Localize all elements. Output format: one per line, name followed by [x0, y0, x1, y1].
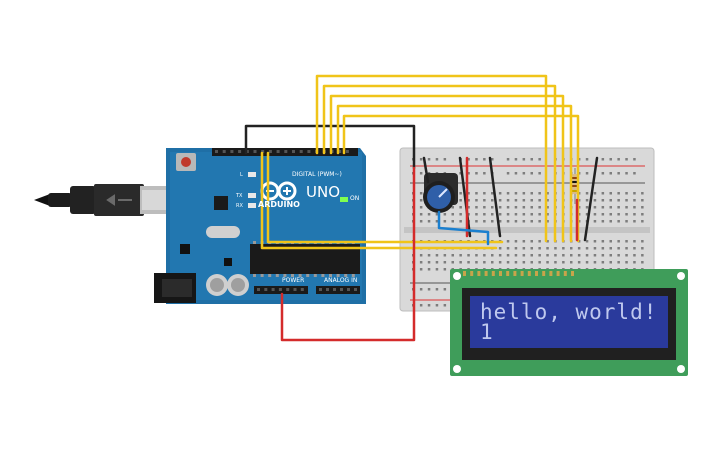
- lcd-line-2: 1: [480, 320, 494, 344]
- wire-yellow-4: [336, 104, 573, 243]
- wire-yellow-1: [315, 74, 548, 243]
- digital-header-label: DIGITAL (PWM~): [292, 171, 342, 178]
- wire-red-5v: [280, 166, 416, 342]
- wire-yellow-6: [260, 151, 498, 250]
- wires: [244, 74, 599, 342]
- on-led-label: ON: [350, 195, 360, 202]
- power-header-label: POWER: [282, 277, 305, 284]
- analog-header-label: ANALOG IN: [324, 277, 358, 284]
- usb-cable[interactable]: [34, 184, 172, 216]
- board-brand-label: ARDUINO: [258, 200, 300, 209]
- board-model-label: UNO: [306, 183, 341, 201]
- wire-black-bb4: [422, 156, 430, 184]
- lcd-module[interactable]: [450, 269, 688, 376]
- wire-blue-wiper: [437, 210, 490, 246]
- wire-yellow-7: [266, 151, 504, 244]
- lcd-line-1: hello, world!: [480, 300, 658, 324]
- wire-black-bb3: [583, 156, 599, 242]
- l-led-label: L: [240, 172, 243, 178]
- wire-yellow-2: [322, 84, 557, 243]
- tx-label: TX: [236, 193, 243, 199]
- wire-black-bb2: [488, 156, 502, 238]
- wire-yellow-3: [329, 94, 565, 243]
- arduino-board[interactable]: [154, 148, 366, 304]
- rx-label: RX: [236, 203, 243, 209]
- potentiometer[interactable]: [423, 173, 458, 213]
- wire-black-bb1: [458, 156, 472, 238]
- arduino-logo: [260, 181, 297, 201]
- wire-yellow-5: [342, 114, 580, 243]
